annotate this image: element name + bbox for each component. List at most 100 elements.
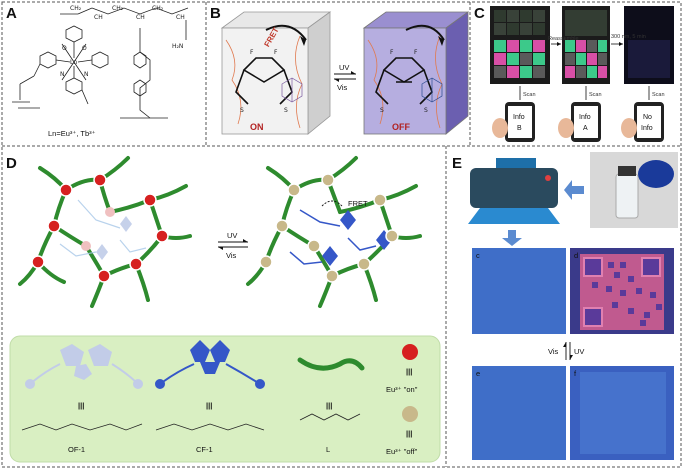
of1-shape-2 <box>88 344 112 366</box>
pyridine-ring-top <box>65 25 83 43</box>
qr-module <box>650 292 656 298</box>
vial <box>615 173 639 219</box>
polymer-term-1: CH₂ <box>70 5 82 12</box>
arrowhead-back-d <box>218 247 223 250</box>
cube-off-edge-curve <box>367 39 384 125</box>
network-off: FRET <box>246 156 422 308</box>
eu-on-node <box>93 173 107 187</box>
bond-10 <box>81 89 89 105</box>
paper-e-label: e <box>476 369 480 378</box>
eu-off-node <box>325 269 339 283</box>
arrow-down-e <box>502 230 522 246</box>
eu-on-node-faded <box>81 241 91 251</box>
cell <box>576 40 586 52</box>
network-on <box>18 156 192 308</box>
l-structure <box>299 413 361 421</box>
qr-module <box>620 262 626 268</box>
cf-chain <box>289 251 323 265</box>
of1-shape-1 <box>60 344 84 366</box>
network-on-nodes <box>31 173 169 283</box>
qr-module <box>640 320 646 326</box>
paper-f-sheet <box>580 372 666 454</box>
phone-1-line2: B <box>517 125 522 132</box>
fret-arrow-d <box>321 200 343 207</box>
paper-f: f <box>570 366 674 460</box>
qr-module <box>636 288 642 294</box>
paper-c: c <box>472 248 566 334</box>
paper-f-label: f <box>574 369 577 378</box>
cell <box>565 53 575 65</box>
uv-label-d: UV <box>227 231 237 240</box>
paper-e: e <box>472 366 566 460</box>
faded-photoswitch <box>120 216 132 232</box>
cf1-plus-left <box>155 379 165 389</box>
photo-c-2 <box>562 6 610 84</box>
cell <box>587 66 597 78</box>
phone-2-line1: Info <box>579 114 591 121</box>
of1-structure <box>21 423 143 431</box>
cell <box>587 53 597 65</box>
bond-8 <box>19 75 35 85</box>
polymer-term-4: CH <box>136 14 145 21</box>
panel-d-label: D <box>6 155 17 172</box>
cell <box>533 10 545 22</box>
cube-on-complex <box>281 77 303 103</box>
linker-left <box>12 101 40 109</box>
hand-2 <box>558 118 574 138</box>
bond-2 <box>55 59 71 63</box>
cf1-shape-1 <box>190 340 210 362</box>
lanthanide-complex <box>19 25 109 105</box>
cell <box>520 53 532 65</box>
of1-shape-3 <box>74 364 92 380</box>
s-atom-1: S <box>240 107 244 114</box>
qr-finder-1 <box>583 257 603 277</box>
faded-photoswitch <box>96 244 108 260</box>
panel-d: D <box>6 155 441 463</box>
central-atom: Ln <box>70 59 77 66</box>
cube-on-arc-arrow <box>265 24 307 41</box>
arrowhead-c-2 <box>619 42 623 46</box>
vis-label-b: Vis <box>337 83 348 92</box>
panel-c-label: C <box>474 5 485 22</box>
l-label: L <box>326 445 330 454</box>
eu-on-node <box>155 229 169 243</box>
cf1-structure <box>155 423 265 431</box>
pyridine-ring-bottom <box>65 77 83 95</box>
vis-label-d: Vis <box>226 251 237 260</box>
s-atom-2: S <box>284 107 288 114</box>
eu-off-node <box>385 229 399 243</box>
eu-off-equiv: ||| <box>406 429 412 438</box>
cell <box>507 40 519 52</box>
printer <box>468 158 560 224</box>
uv-vis-switch-b: UV Vis <box>334 63 356 92</box>
network-on-faded-cf <box>96 216 132 260</box>
hand-3 <box>621 118 637 138</box>
cube-off: F F S S OFF <box>362 11 470 135</box>
arrowhead-back-b <box>334 79 339 82</box>
cell <box>587 40 597 52</box>
side-ring-2 <box>133 79 147 97</box>
of1-plus-left <box>25 379 35 389</box>
panel-a: A CH₂ CH CH₂ CH CH₂ CH H₂N Ln O <box>6 5 189 138</box>
cf-chain <box>347 237 377 251</box>
of1-label: OF-1 <box>68 445 85 454</box>
network-on-faded-chains <box>59 199 147 257</box>
pyridine-ring-left <box>39 51 57 69</box>
cell <box>533 66 545 78</box>
side-ring-1 <box>133 51 147 69</box>
eu-on-legend-dot <box>402 344 418 360</box>
l-ligand-shape <box>297 357 365 371</box>
cube-on-label: ON <box>250 122 264 132</box>
qr-finder-2 <box>641 257 661 277</box>
eu-on-node <box>47 219 61 233</box>
cube-on-side <box>307 11 331 135</box>
faded-chain <box>59 243 97 257</box>
cell <box>533 40 545 52</box>
paper-e-bg <box>472 366 566 460</box>
paper-c-bg <box>472 248 566 334</box>
phone-3-line1: No <box>643 114 652 121</box>
legend-of1: ||| OF-1 <box>21 344 143 454</box>
cell <box>598 40 607 52</box>
